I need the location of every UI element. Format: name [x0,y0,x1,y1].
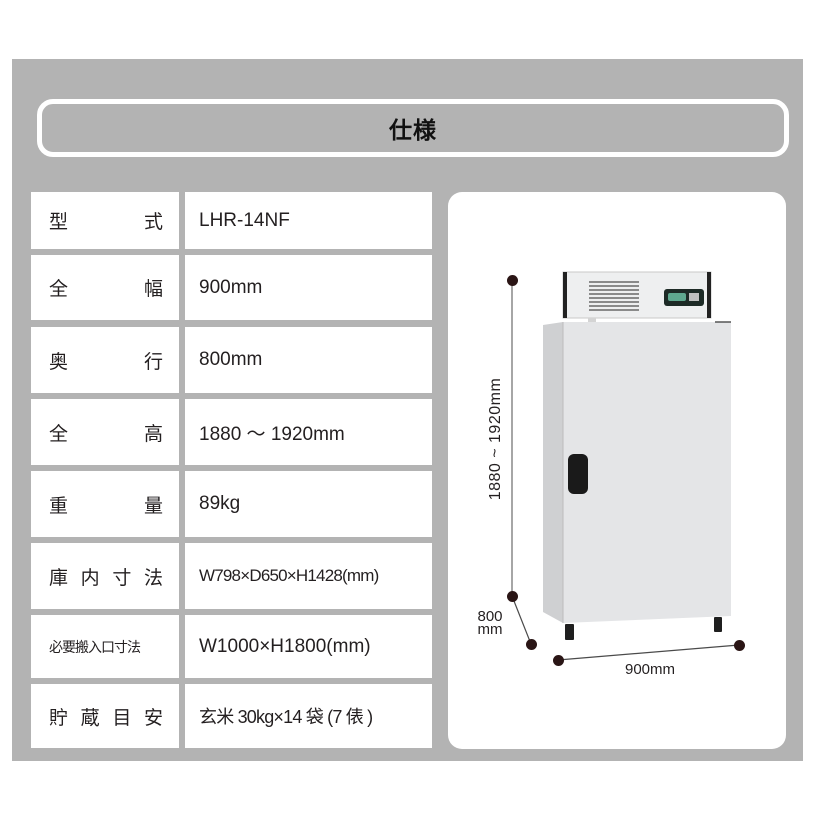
spec-label-weight: 重 量 [31,471,179,537]
label-char: 行 [143,350,163,373]
spec-label-width: 全 幅 [31,255,179,320]
depth-dimension-label: 800 mm [470,608,510,638]
depth-unit: mm [477,621,503,638]
spec-label-depth: 奥 行 [31,327,179,393]
spec-value-weight: 89kg [185,471,432,537]
label-char: 全 [49,422,69,445]
label-char: 貯 [49,706,69,729]
label-char: 安 [143,706,163,729]
label-char: 式 [143,211,163,233]
label-char: 重 [49,494,69,517]
label-char: 寸 [112,566,132,589]
spec-label-height: 全 高 [31,399,179,465]
section-title: 仕様 [389,118,437,144]
spec-value-entry-opening: W1000×H1800(mm) [185,615,432,678]
label-char: 型 [49,211,69,233]
label-char: 奥 [49,350,69,373]
width-left-marker-icon [553,655,564,666]
section-header: 仕様 [37,99,789,157]
width-dimension-label: 900mm [624,661,676,678]
spec-value-interior-dimensions: W798×D650×H1428(mm) [185,543,432,609]
label-char: 庫 [49,566,69,589]
label-char: 法 [143,566,163,589]
label-char: 蔵 [80,706,100,729]
label-char: 全 [49,278,69,300]
spec-value-storage-capacity: 玄米 30kg×14 袋 (7 俵 ) [185,684,432,748]
spec-label-entry-opening: 必要搬入口寸法 [31,615,179,678]
label-char: 幅 [143,278,163,300]
depth-marker-icon [526,639,537,650]
spec-value-width: 900mm [185,255,432,320]
label-text: 必要搬入口寸法 [49,639,141,656]
label-char: 内 [80,566,100,589]
height-top-marker-icon [507,275,518,286]
label-char: 量 [143,494,163,517]
depth-value: 800 [477,608,503,625]
spec-value-depth: 800mm [185,327,432,393]
label-char: 高 [143,422,163,445]
height-dimension-label: 1880 ~ 1920mm [487,377,504,501]
spec-label-model: 型 式 [31,192,179,249]
spec-value-model: LHR-14NF [185,192,432,249]
spec-label-interior-dimensions: 庫 内 寸 法 [31,543,179,609]
label-char: 目 [112,706,132,729]
door-handle-icon [568,454,588,494]
spec-label-storage-capacity: 貯 蔵 目 安 [31,684,179,748]
height-bottom-marker-icon [507,591,518,602]
spec-value-height: 1880 ～ 1920mm [185,399,432,465]
width-right-marker-icon [734,640,745,651]
